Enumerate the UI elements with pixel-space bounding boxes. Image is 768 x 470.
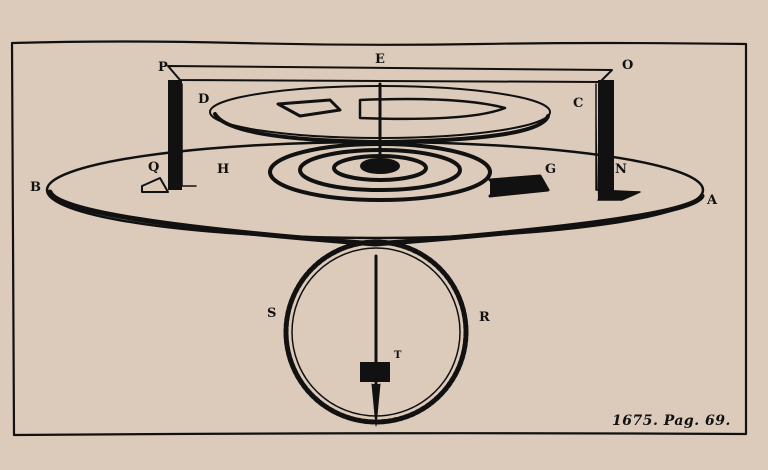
spiral-spring: [268, 142, 492, 202]
frame-border: [10, 40, 748, 437]
label-g: G: [545, 162, 557, 177]
label-q: Q: [148, 160, 160, 175]
label-r: R: [479, 310, 490, 325]
label-t: T: [394, 350, 402, 361]
plate-caption: 1675. Pag. 69.: [612, 413, 731, 429]
label-h: H: [217, 162, 230, 177]
label-s: S: [267, 306, 277, 321]
label-b: B: [30, 180, 41, 195]
bridge: [167, 65, 613, 83]
label-c: C: [573, 96, 584, 111]
label-d: D: [198, 92, 210, 107]
label-p: P: [158, 60, 168, 75]
label-e: E: [375, 52, 385, 67]
label-o: O: [622, 58, 634, 73]
label-n: N: [615, 162, 627, 177]
label-a: A: [707, 193, 718, 208]
